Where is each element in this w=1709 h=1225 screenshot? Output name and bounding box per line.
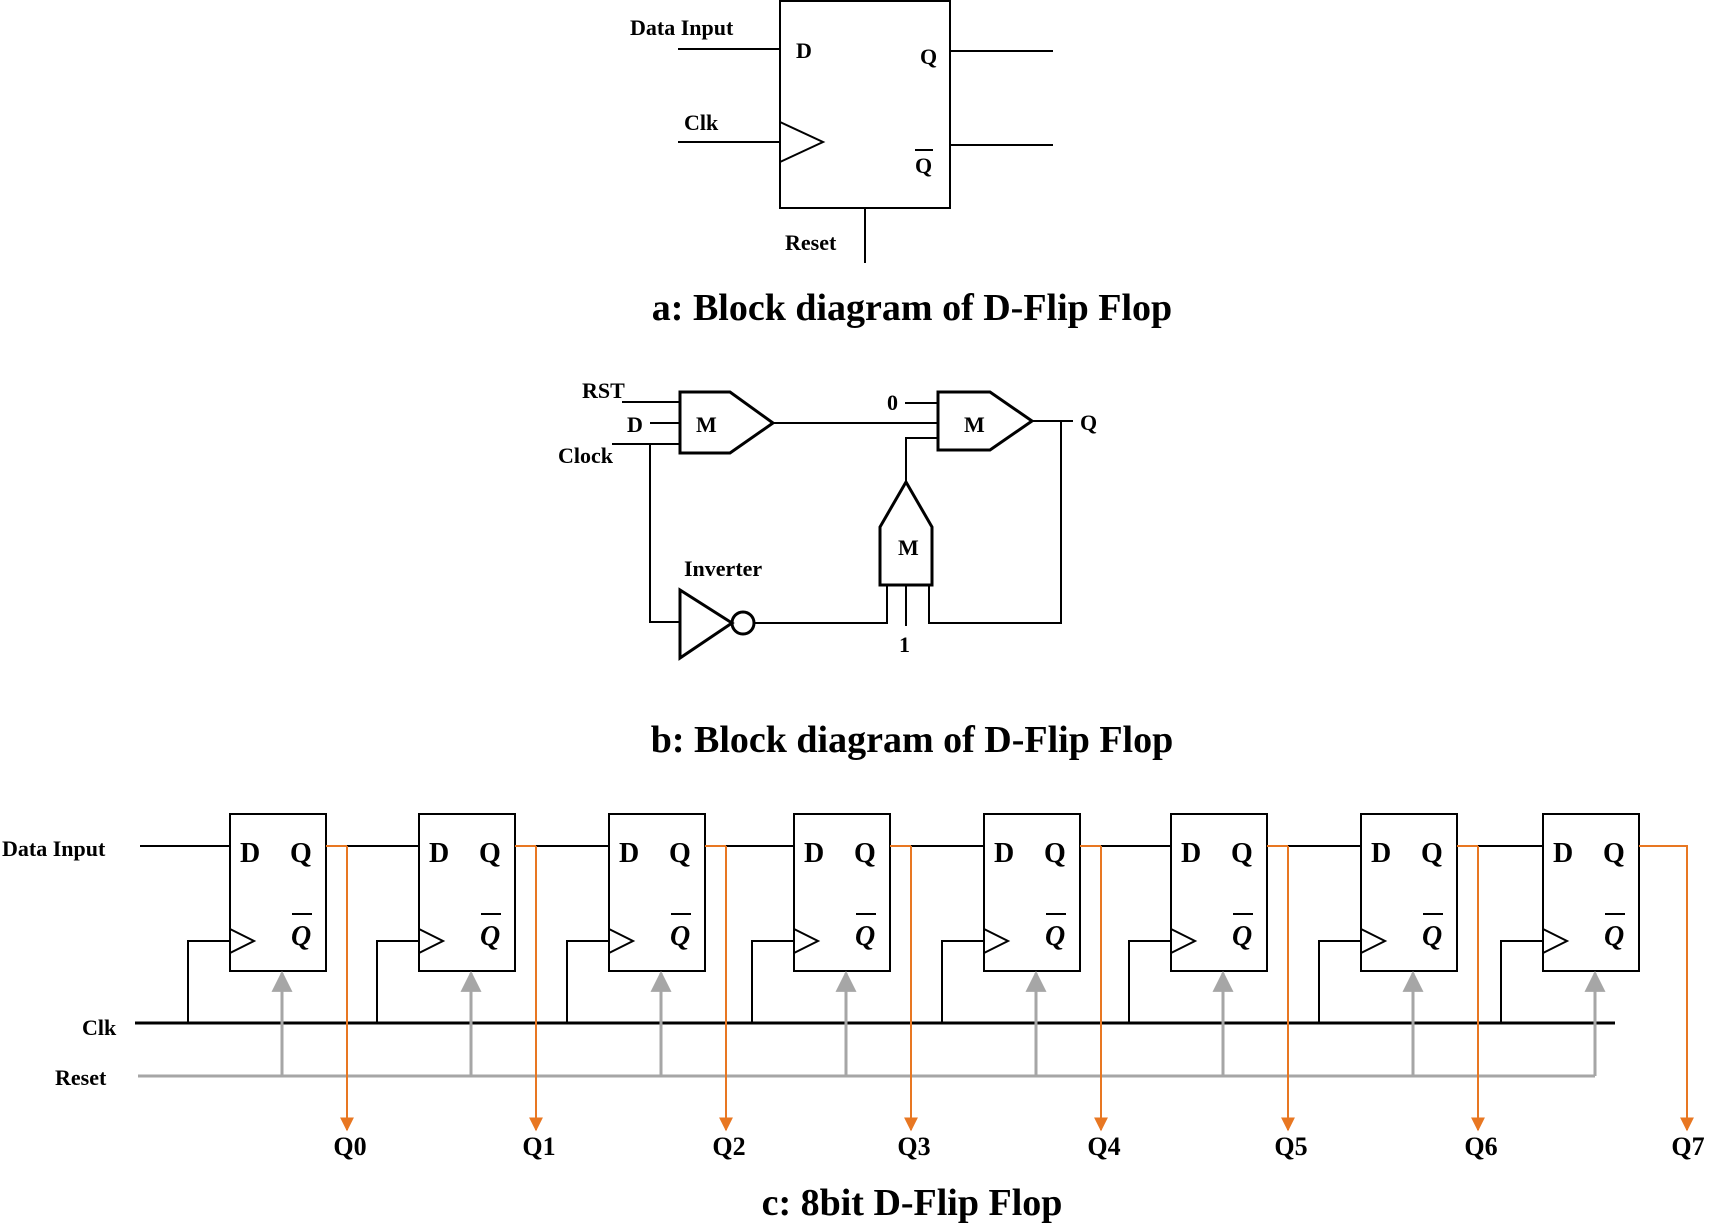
q-label-6: Q bbox=[1421, 838, 1443, 869]
q-label-4: Q bbox=[1044, 838, 1066, 869]
q-label-5: Q bbox=[1231, 838, 1253, 869]
clock-triangle-3 bbox=[793, 928, 821, 954]
clk-tap-5 bbox=[1128, 940, 1171, 1023]
clk-tap-2 bbox=[566, 940, 609, 1023]
qbar-label-6: Q bbox=[1422, 921, 1442, 952]
q-label-7: Q bbox=[1603, 838, 1625, 869]
clock-triangle bbox=[779, 121, 826, 163]
qbar-label-2: Q bbox=[670, 921, 690, 952]
clk-tap-6 bbox=[1318, 940, 1361, 1023]
clk-label: Clk bbox=[684, 110, 719, 135]
clock-triangle-2 bbox=[608, 928, 636, 954]
q-label-0: Q bbox=[290, 838, 312, 869]
clk-label-c: Clk bbox=[82, 1015, 117, 1040]
qbar-label-5: Q bbox=[1232, 921, 1252, 952]
output-label-7: Q7 bbox=[1671, 1132, 1704, 1161]
mux-1-label: M bbox=[696, 412, 717, 437]
d-label-5: D bbox=[1181, 838, 1201, 869]
clk-tap-0 bbox=[187, 940, 230, 1023]
clk-tap-7 bbox=[1500, 940, 1543, 1023]
inverter-to-mux3-wire bbox=[754, 585, 888, 624]
clock-label: Clock bbox=[558, 443, 614, 468]
qbar-label: Q bbox=[915, 153, 932, 178]
inverter-bubble bbox=[730, 610, 756, 636]
d-label-1: D bbox=[429, 838, 449, 869]
d-label: D bbox=[796, 38, 812, 63]
q-label-3: Q bbox=[854, 838, 876, 869]
q-feedback-wire bbox=[928, 421, 1062, 624]
clk-tap-3 bbox=[751, 940, 794, 1023]
clock-to-inverter-wire bbox=[649, 444, 680, 623]
mux-3-label: M bbox=[898, 535, 919, 560]
reset-label-c: Reset bbox=[55, 1065, 107, 1090]
q-label-1: Q bbox=[479, 838, 501, 869]
one-label: 1 bbox=[899, 632, 910, 657]
qbar-label-4: Q bbox=[1045, 921, 1065, 952]
mux-2 bbox=[936, 390, 1035, 452]
inverter-label: Inverter bbox=[684, 556, 762, 581]
d-label-4: D bbox=[994, 838, 1014, 869]
mux-2-label: M bbox=[964, 412, 985, 437]
clk-tap-4 bbox=[941, 940, 984, 1023]
zero-label: 0 bbox=[887, 390, 898, 415]
caption-a: a: Block diagram of D-Flip Flop bbox=[652, 287, 1172, 329]
panel-a: Data Input D Q Clk Q Reset a: Block diag… bbox=[630, 0, 1172, 329]
d-label-0: D bbox=[240, 838, 260, 869]
data-input-label: Data Input bbox=[630, 15, 734, 40]
q-output-wire-7 bbox=[1639, 845, 1694, 1132]
output-label-6: Q6 bbox=[1464, 1132, 1497, 1161]
clock-triangle-1 bbox=[418, 928, 446, 954]
q-label-2: Q bbox=[669, 838, 691, 869]
qbar-label-1: Q bbox=[480, 921, 500, 952]
caption-c: c: 8bit D-Flip Flop bbox=[762, 1182, 1063, 1224]
clock-triangle-0 bbox=[229, 928, 257, 954]
d-label-b: D bbox=[627, 412, 643, 437]
q-label: Q bbox=[920, 44, 937, 69]
output-label-2: Q2 bbox=[712, 1132, 745, 1161]
panel-b: M RST D Clock M 0 Q M 1 Inverter b: Bloc… bbox=[558, 378, 1173, 761]
qbar-label-3: Q bbox=[855, 921, 875, 952]
output-label-3: Q3 bbox=[897, 1132, 930, 1161]
mux3-to-mux2-wire bbox=[905, 437, 938, 482]
output-label-4: Q4 bbox=[1087, 1132, 1120, 1161]
d-label-3: D bbox=[804, 838, 824, 869]
data-input-label-c: Data Input bbox=[2, 836, 106, 861]
clk-tap-1 bbox=[376, 940, 419, 1023]
qbar-label-0: Q bbox=[291, 921, 311, 952]
clock-triangle-6 bbox=[1360, 928, 1388, 954]
rst-label: RST bbox=[582, 378, 625, 403]
inverter bbox=[678, 587, 735, 661]
qbar-label-7: Q bbox=[1604, 921, 1624, 952]
output-label-5: Q5 bbox=[1274, 1132, 1307, 1161]
reset-label: Reset bbox=[785, 230, 837, 255]
clock-triangle-4 bbox=[983, 928, 1011, 954]
d-label-2: D bbox=[619, 838, 639, 869]
d-label-6: D bbox=[1371, 838, 1391, 869]
mux-1 bbox=[678, 390, 776, 455]
output-label-0: Q0 bbox=[333, 1132, 366, 1161]
d-label-7: D bbox=[1553, 838, 1573, 869]
clock-triangle-7 bbox=[1542, 928, 1570, 954]
mux-3 bbox=[878, 479, 934, 587]
caption-b: b: Block diagram of D-Flip Flop bbox=[651, 719, 1174, 761]
output-label-1: Q1 bbox=[522, 1132, 555, 1161]
q-label-b: Q bbox=[1080, 410, 1097, 435]
clock-triangle-5 bbox=[1170, 928, 1198, 954]
